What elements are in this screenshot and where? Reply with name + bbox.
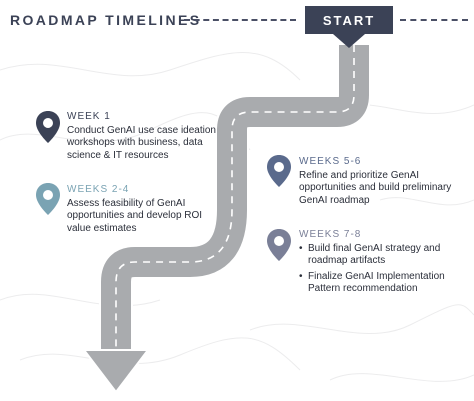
contour-line	[329, 373, 474, 382]
contour-line	[249, 304, 474, 334]
dashed-divider-right	[400, 19, 468, 21]
milestone-bullet-list: Build final GenAI strategy and roadmap a…	[299, 243, 464, 296]
road-center-line	[115, 45, 355, 350]
contour-line	[0, 52, 301, 81]
location-pin-icon	[36, 111, 60, 143]
milestone-weeks-7-8: WEEKS 7-8 Build final GenAI strategy and…	[299, 229, 464, 299]
dashed-divider-left	[184, 19, 296, 21]
page-title: ROADMAP TIMELINES	[10, 12, 202, 28]
milestone-weeks-2-4: WEEKS 2-4 Assess feasibility of GenAI op…	[67, 184, 217, 235]
start-pointer	[333, 34, 365, 48]
contour-line	[19, 337, 301, 371]
milestone-week-label: WEEKS 7-8	[299, 229, 362, 240]
milestone-bullet: Finalize GenAI Implementation Pattern re…	[299, 271, 464, 296]
contour-line	[0, 293, 161, 307]
location-pin-icon	[267, 229, 291, 261]
start-label: START	[305, 6, 393, 34]
milestone-week-label: WEEKS 2-4	[67, 184, 130, 195]
milestone-description: Conduct GenAI use case ideation workshop…	[67, 124, 216, 161]
contour-line	[379, 197, 474, 206]
milestone-bullet: Build final GenAI strategy and roadmap a…	[299, 243, 464, 268]
milestone-week-label: WEEKS 5-6	[299, 156, 362, 167]
milestone-week-label: WEEK 1	[67, 111, 111, 122]
road-arrow-head	[81, 349, 151, 394]
milestone-weeks-5-6: WEEKS 5-6 Refine and prioritize GenAI op…	[299, 156, 459, 207]
milestone-description: Refine and prioritize GenAI opportunitie…	[299, 169, 452, 206]
milestone-description: Assess feasibility of GenAI opportunitie…	[67, 197, 203, 234]
milestone-week-1: WEEK 1 Conduct GenAI use case ideation w…	[67, 111, 217, 162]
location-pin-icon	[267, 155, 291, 187]
location-pin-icon	[36, 183, 60, 215]
